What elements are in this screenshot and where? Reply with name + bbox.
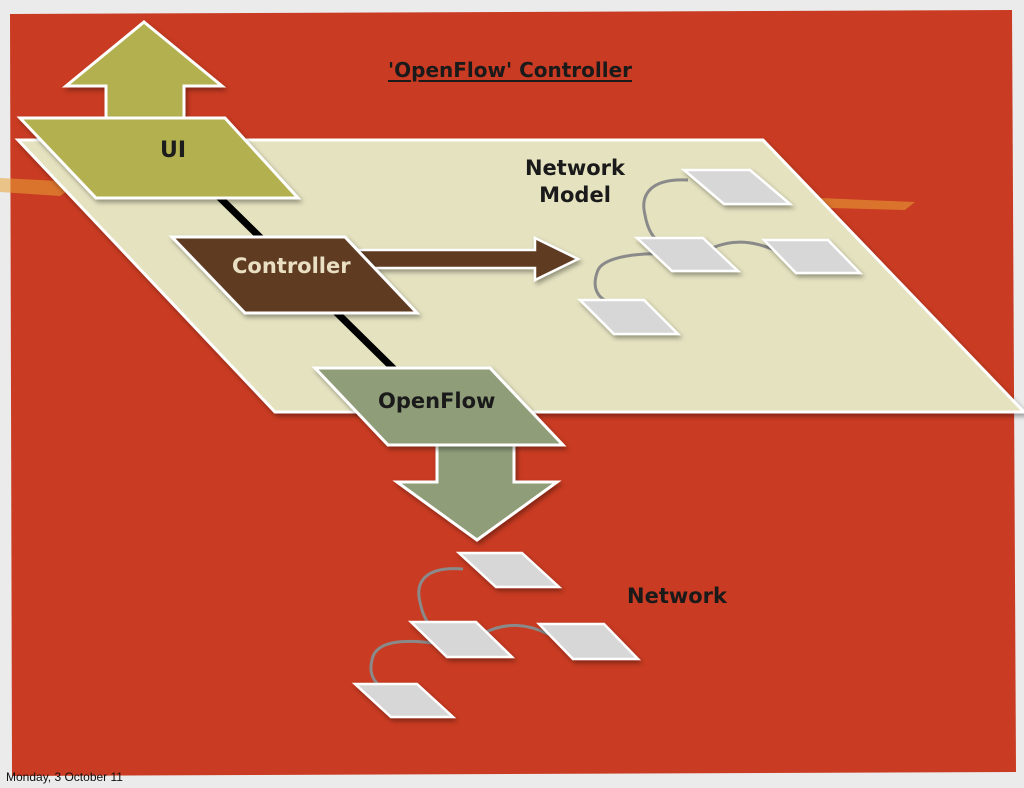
network-link: [485, 623, 549, 636]
network-label: Network: [627, 584, 728, 608]
network-graph-nodes: [351, 551, 641, 719]
model-node[interactable]: [576, 298, 682, 336]
page-number: 14: [500, 751, 521, 770]
openflow-layer-label: OpenFlow: [378, 389, 496, 413]
controller-layer-label: Controller: [232, 254, 351, 278]
footer-date: Monday, 3 October 11: [6, 770, 123, 784]
model-graph-nodes: [576, 168, 863, 336]
right-arrow-icon: [343, 235, 581, 283]
controller-layer[interactable]: [168, 235, 421, 315]
ui-layer[interactable]: [16, 116, 302, 200]
model-node[interactable]: [633, 236, 742, 273]
network-model-label: Network Model: [524, 156, 625, 207]
network-node[interactable]: [407, 620, 516, 659]
down-arrow-icon: [392, 441, 562, 542]
openflow-layer[interactable]: [311, 366, 567, 447]
ui-layer-label: UI: [160, 138, 187, 163]
model-node[interactable]: [761, 238, 863, 275]
slide-title: 'OpenFlow' Controller: [388, 58, 633, 82]
network-node[interactable]: [351, 682, 457, 719]
model-node[interactable]: [680, 168, 794, 206]
model-link: [711, 240, 776, 252]
network-model-plane: [14, 138, 1024, 414]
network-node[interactable]: [536, 622, 641, 661]
network-node[interactable]: [455, 551, 563, 589]
